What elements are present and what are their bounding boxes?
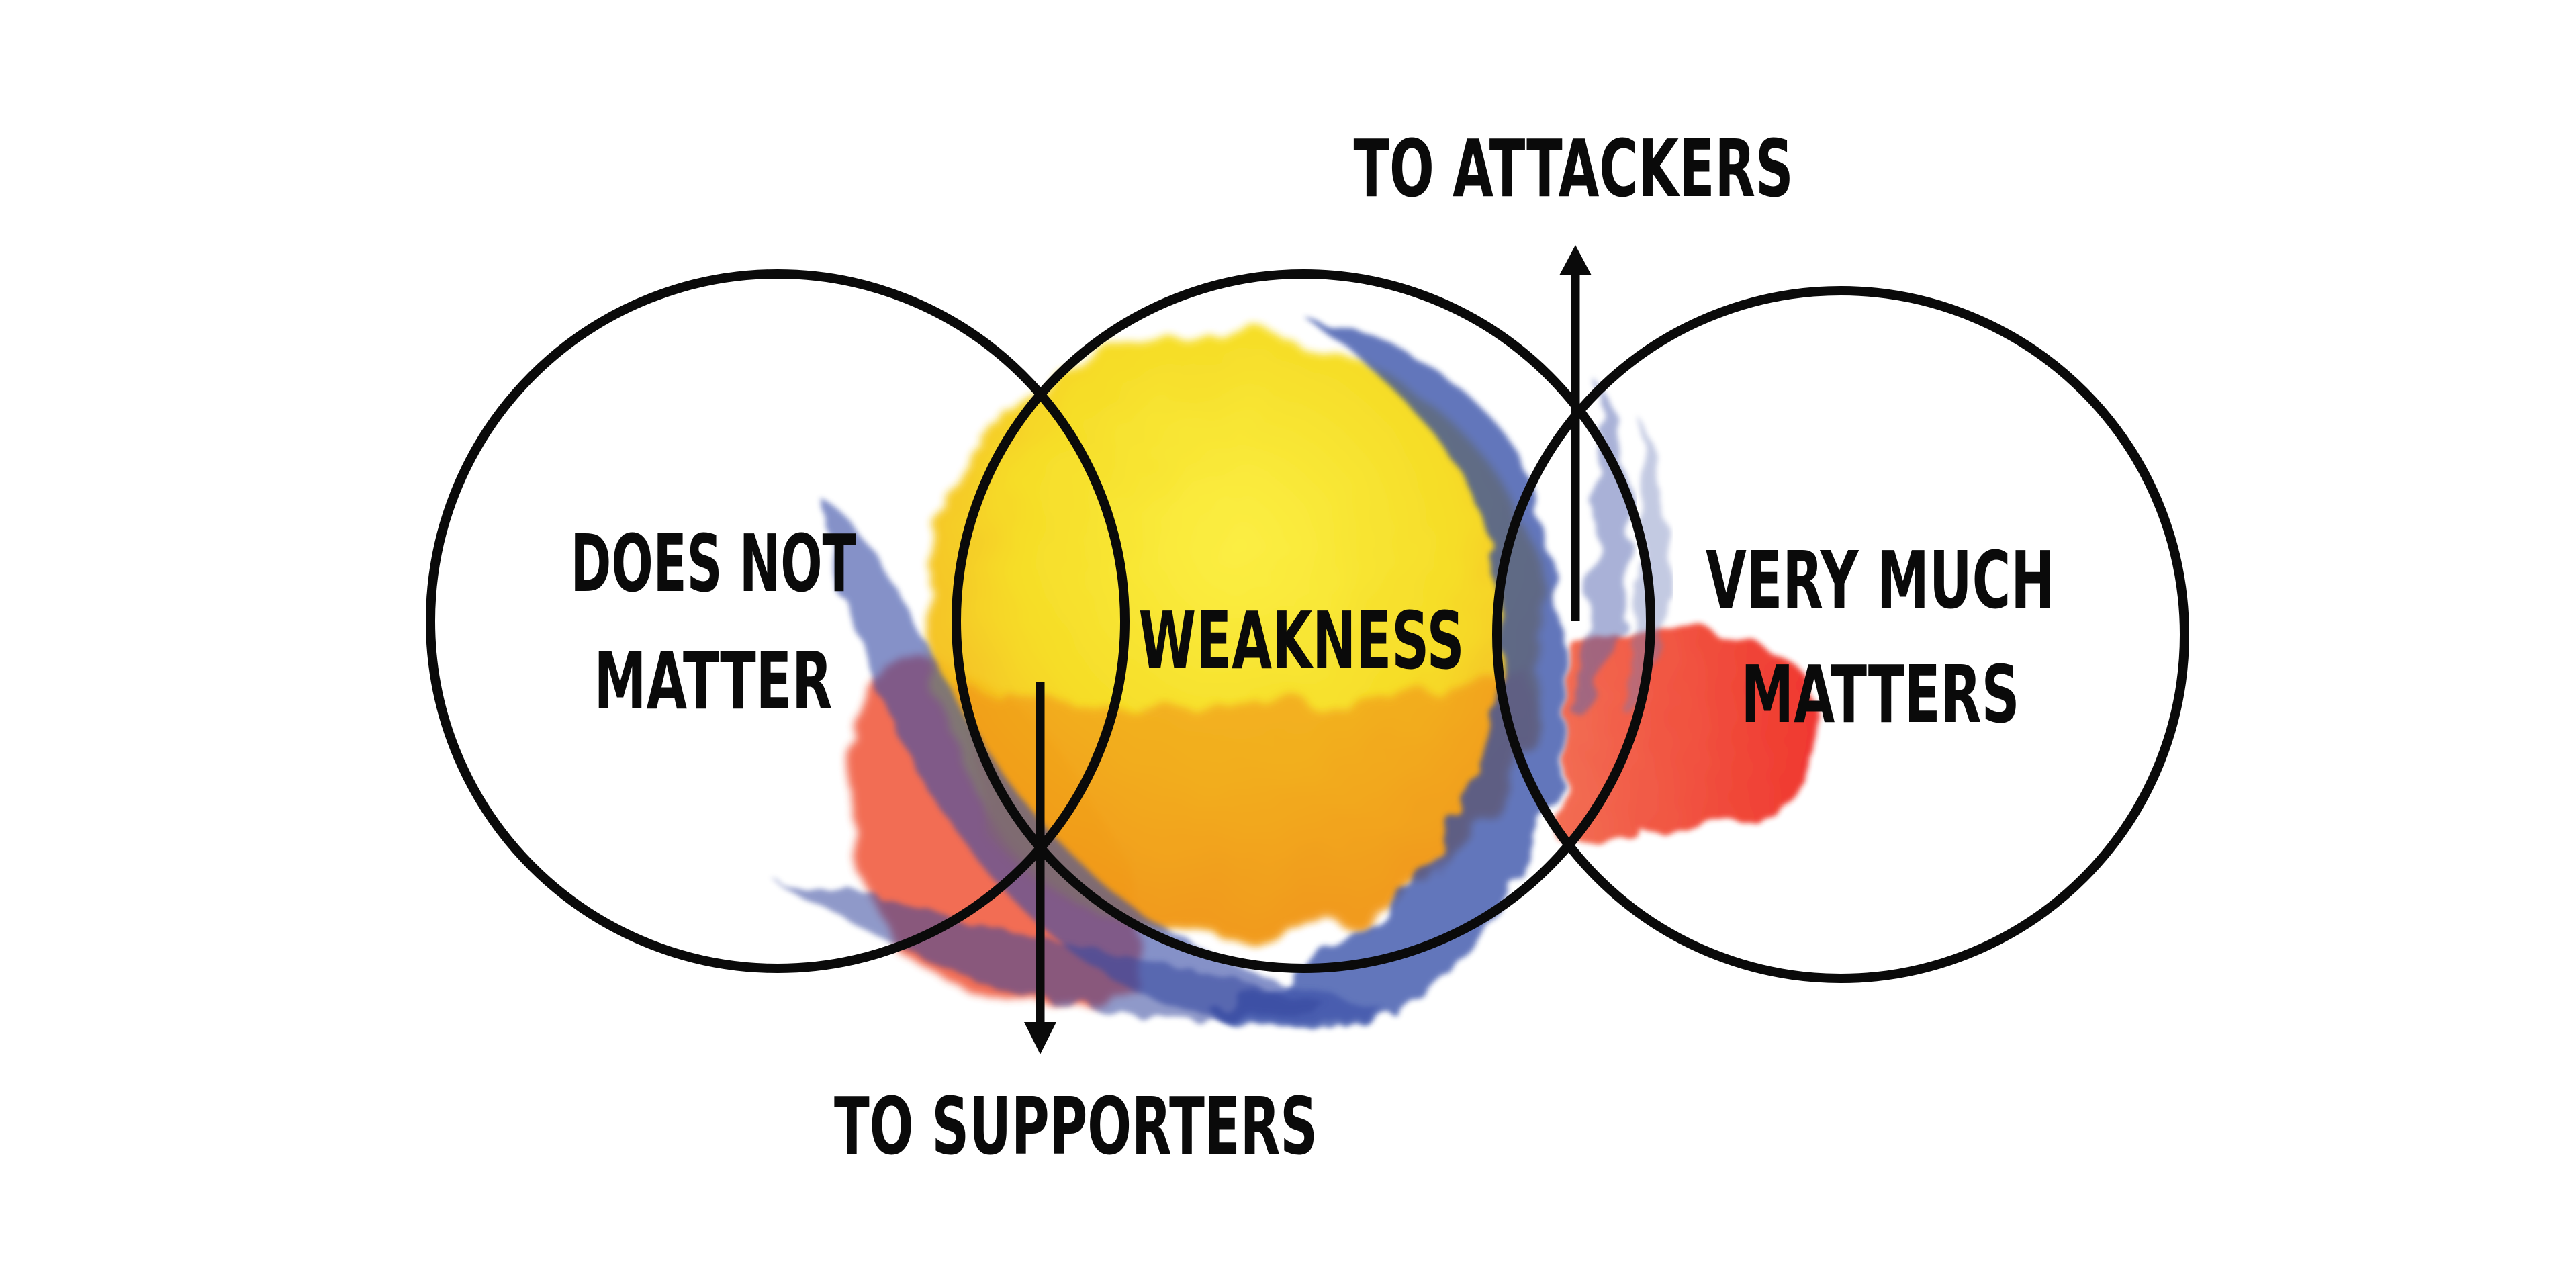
center-circle-label: WEAKNESS bbox=[1139, 594, 1465, 687]
arrow-down-head bbox=[1024, 1022, 1056, 1054]
left-circle-label-line1: DOES NOT bbox=[571, 517, 856, 610]
red-stroke-right bbox=[1558, 629, 1818, 841]
bottom-arrow-label: TO SUPPORTERS bbox=[834, 1080, 1318, 1172]
blue-stroke-back bbox=[1209, 316, 1563, 1031]
circles bbox=[426, 269, 2189, 983]
left-circle-label-line2: MATTER bbox=[594, 635, 833, 727]
arrow-up-to-attackers bbox=[1559, 245, 1592, 621]
labels: DOES NOT MATTER WEAKNESS VERY MUCH MATTE… bbox=[571, 122, 2056, 1172]
right-circle-label-line2: MATTERS bbox=[1741, 648, 2020, 741]
blue-stroke-bottom bbox=[772, 880, 1330, 1019]
circle-left bbox=[426, 269, 1130, 973]
circle-center bbox=[952, 269, 1655, 973]
top-arrow-label: TO ATTACKERS bbox=[1354, 122, 1794, 215]
right-circle-label-line1: VERY MUCH bbox=[1706, 534, 2055, 627]
arrow-down-to-supporters bbox=[1024, 682, 1056, 1054]
circle-right bbox=[1492, 286, 2189, 983]
arrow-up-head bbox=[1559, 245, 1592, 275]
blue-stroke-sweep bbox=[819, 497, 1383, 1026]
